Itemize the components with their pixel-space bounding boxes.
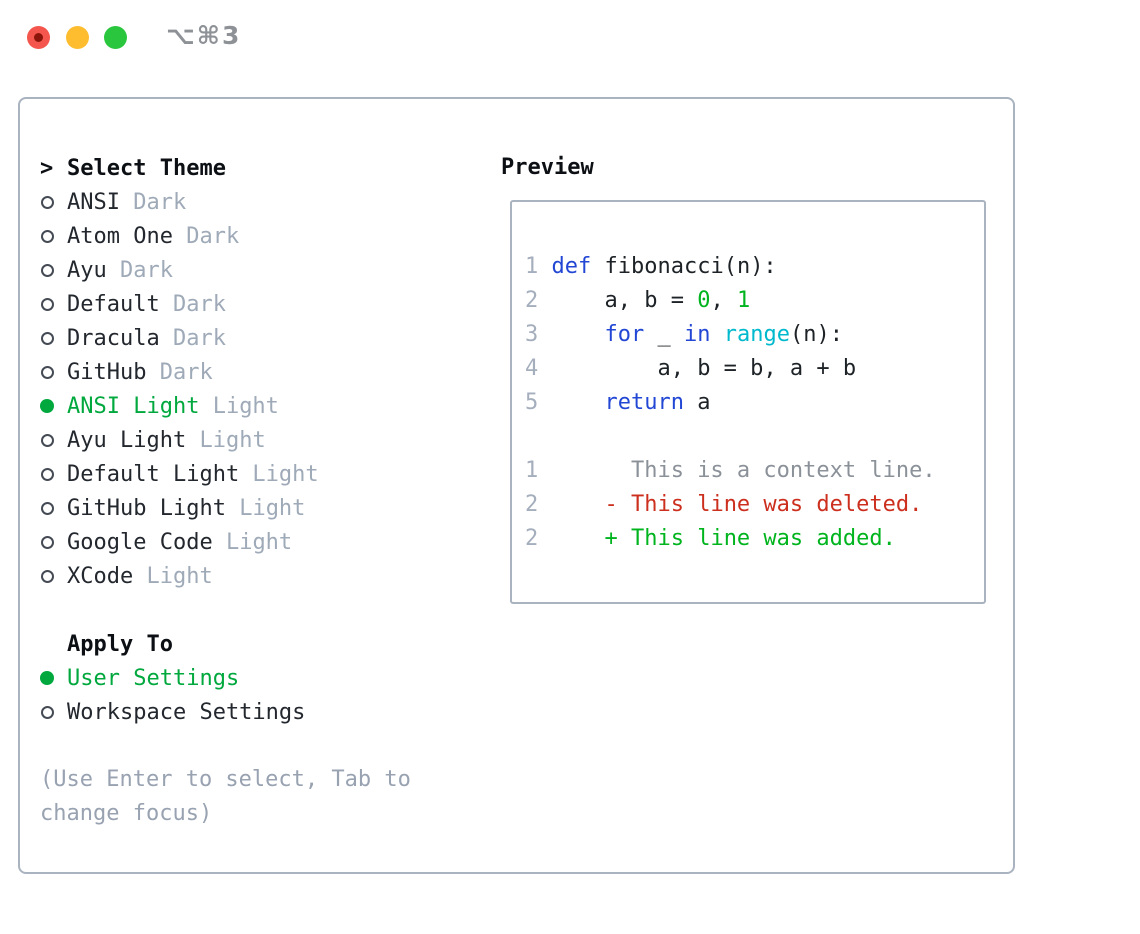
code-line: 3 for _ in range(n): (525, 322, 843, 347)
radio-selected-icon[interactable] (40, 399, 67, 413)
variant-label: Dark (106, 257, 173, 283)
variant-label: Light (225, 495, 306, 521)
spacer (40, 593, 411, 627)
variant-label: Dark (119, 189, 187, 215)
option-label: Ayu (67, 257, 107, 283)
variant-label: Light (212, 529, 293, 555)
code-line: 5 return a (525, 390, 711, 415)
radio-unselected-icon[interactable] (40, 331, 67, 345)
radio-unselected-icon[interactable] (40, 263, 67, 277)
radio-unselected-icon[interactable] (40, 569, 67, 583)
radio-unselected-icon[interactable] (40, 433, 67, 447)
option-label: XCode (67, 563, 134, 589)
radio-unselected-icon[interactable] (40, 195, 67, 209)
variant-label: Dark (159, 291, 226, 317)
option-label: GitHub Light (67, 495, 226, 521)
code-line: 2 + This line was added. (525, 526, 896, 551)
window-shortcut-label: ⌥⌘3 (166, 21, 242, 50)
theme-option-github-light[interactable]: GitHub Light Light (40, 491, 411, 525)
option-label: ANSI (67, 189, 120, 215)
apply-to-header: Apply To (40, 627, 411, 661)
option-label: Ayu Light (67, 427, 187, 453)
help-text-line1: (Use Enter to select, Tab to (40, 767, 411, 792)
option-label: User Settings (67, 665, 240, 691)
theme-option-google-code[interactable]: Google Code Light (40, 525, 411, 559)
code-preview: 1 def fibonacci(n): 2 a, b = 0, 1 3 for _ … (525, 250, 936, 556)
spacer (40, 729, 411, 763)
close-button[interactable] (27, 26, 50, 49)
theme-option-default-light[interactable]: Default Light Light (40, 457, 411, 491)
radio-unselected-icon[interactable] (40, 467, 67, 481)
variant-label: Dark (159, 325, 226, 351)
help-text-line2: change focus) (40, 801, 213, 826)
theme-option-ansi-light[interactable]: ANSI Light Light (40, 389, 411, 423)
variant-label: Light (239, 461, 319, 487)
code-line (525, 420, 936, 454)
select-theme-title: Select Theme (67, 155, 226, 181)
theme-option-xcode[interactable]: XCode Light (40, 559, 411, 593)
option-label: Default (67, 291, 160, 317)
radio-unselected-icon[interactable] (40, 365, 67, 379)
zoom-button[interactable] (104, 26, 127, 49)
option-label: Atom One (67, 223, 173, 249)
radio-selected-icon[interactable] (40, 671, 67, 685)
theme-option-ayu[interactable]: Ayu Dark (40, 253, 411, 287)
apply-option-user-settings[interactable]: User Settings (40, 661, 411, 695)
apply-option-workspace-settings[interactable]: Workspace Settings (40, 695, 411, 729)
option-label: Google Code (67, 529, 213, 555)
option-label: Default Light (67, 461, 240, 487)
theme-option-ayu-light[interactable]: Ayu Light Light (40, 423, 411, 457)
cursor-prompt: > (40, 155, 54, 181)
variant-label: Light (133, 563, 213, 589)
option-label: Dracula (67, 325, 160, 351)
radio-unselected-icon[interactable] (40, 297, 67, 311)
radio-unselected-icon[interactable] (40, 535, 67, 549)
code-line: 2 - This line was deleted. (525, 492, 923, 517)
code-line: 1 def fibonacci(n): (525, 254, 777, 279)
theme-option-github[interactable]: GitHub Dark (40, 355, 411, 389)
radio-unselected-icon[interactable] (40, 229, 67, 243)
preview-title: Preview (501, 155, 594, 180)
variant-label: Dark (172, 223, 240, 249)
theme-option-dracula[interactable]: Dracula Dark (40, 321, 411, 355)
theme-option-atom-one[interactable]: Atom One Dark (40, 219, 411, 253)
variant-label: Light (186, 427, 266, 453)
radio-unselected-icon[interactable] (40, 501, 67, 515)
code-line: 1 This is a context line. (525, 458, 936, 483)
option-label: Workspace Settings (67, 699, 306, 725)
variant-label: Light (199, 393, 279, 419)
theme-option-ansi[interactable]: ANSI Dark (40, 185, 411, 219)
preview-box: 1 def fibonacci(n): 2 a, b = 0, 1 3 for _ … (510, 200, 986, 604)
variant-label: Dark (146, 359, 213, 385)
option-label: ANSI Light (67, 393, 200, 419)
option-label: GitHub (67, 359, 147, 385)
minimize-button[interactable] (66, 26, 89, 49)
theme-option-default[interactable]: Default Dark (40, 287, 411, 321)
code-line: 4 a, b = b, a + b (525, 356, 857, 381)
apply-to-title: Apply To (67, 631, 173, 657)
select-theme-header: > Select Theme (40, 151, 411, 185)
radio-unselected-icon[interactable] (40, 705, 67, 719)
code-line: 2 a, b = 0, 1 (525, 288, 751, 313)
